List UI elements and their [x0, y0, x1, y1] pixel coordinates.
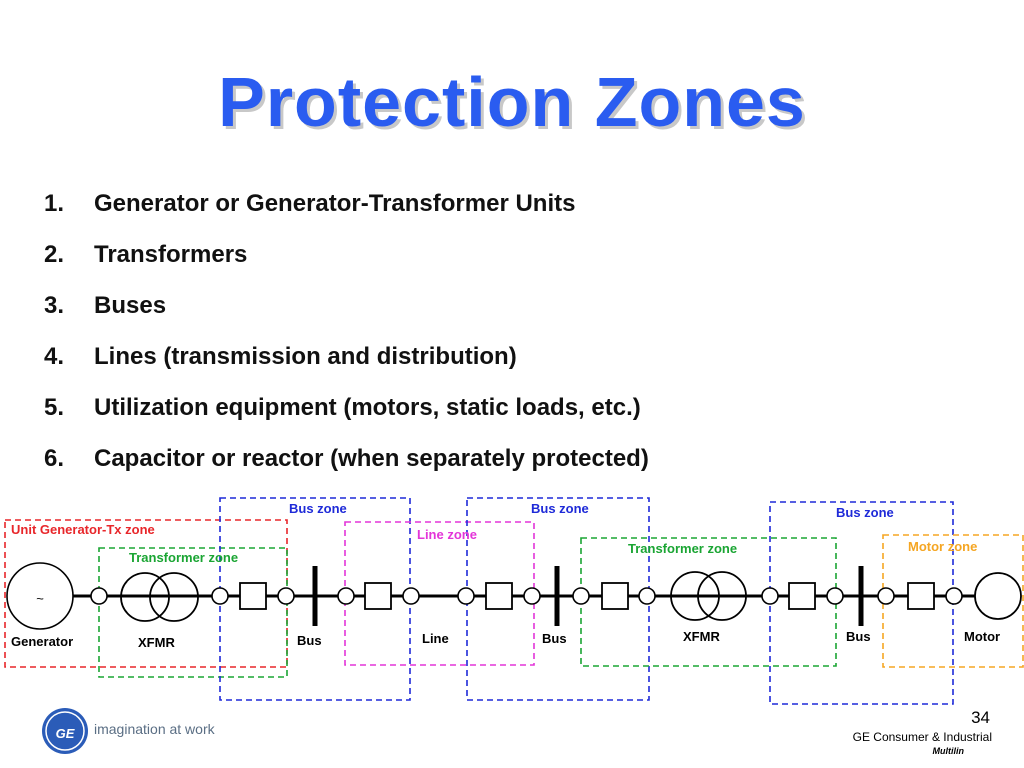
equipment-label-bus-2: Bus: [542, 631, 567, 646]
transformer-zone-box-1: [98, 547, 288, 678]
current-transformer-icon: [523, 587, 541, 605]
list-item: 6.Capacitor or reactor (when separately …: [44, 445, 649, 472]
list-item: 3.Buses: [44, 292, 167, 319]
xfmr-winding-icon: [149, 572, 199, 622]
zone-label-transformer-1: Transformer zone: [129, 550, 238, 565]
circuit-breaker-icon: [239, 582, 267, 610]
zone-label-unit-gen-tx: Unit Generator-Tx zone: [11, 522, 155, 537]
generator-icon: [6, 562, 74, 630]
motor-icon: [974, 572, 1022, 620]
current-transformer-icon: [877, 587, 895, 605]
xfmr-winding-icon: [120, 572, 170, 622]
equipment-label-motor: Motor: [964, 629, 1000, 644]
generator-symbol: ~: [36, 591, 44, 606]
current-transformer-icon: [945, 587, 963, 605]
ge-logo-icon: GE: [42, 708, 88, 754]
current-transformer-icon: [457, 587, 475, 605]
equipment-label-bus-3: Bus: [846, 629, 871, 644]
list-item: 5.Utilization equipment (motors, static …: [44, 394, 641, 421]
tagline: imagination at work: [94, 721, 215, 737]
current-transformer-icon: [211, 587, 229, 605]
current-transformer-icon: [337, 587, 355, 605]
current-transformer-icon: [826, 587, 844, 605]
zone-label-transformer-2: Transformer zone: [628, 541, 737, 556]
current-transformer-icon: [761, 587, 779, 605]
zone-list: 1.Generator or Generator-Transformer Uni…: [44, 190, 649, 496]
zone-label-bus-3: Bus zone: [836, 505, 894, 520]
motor-zone-box: [882, 534, 1024, 668]
list-item: 1.Generator or Generator-Transformer Uni…: [44, 190, 576, 217]
page-number: 34: [971, 708, 990, 727]
company-name: GE Consumer & Industrial: [852, 730, 992, 744]
zone-label-bus-2: Bus zone: [531, 501, 589, 516]
division-name: Multilin: [932, 746, 965, 756]
current-transformer-icon: [402, 587, 420, 605]
equipment-label-line: Line: [422, 631, 449, 646]
zone-label-line: Line zone: [417, 527, 477, 542]
xfmr-winding-icon: [697, 571, 747, 621]
equipment-label-generator: Generator: [11, 634, 73, 649]
current-transformer-icon: [277, 587, 295, 605]
zone-label-bus-1: Bus zone: [289, 501, 347, 516]
equipment-label-xfmr-1: XFMR: [138, 635, 175, 650]
equipment-label-xfmr-2: XFMR: [683, 629, 720, 644]
xfmr-winding-icon: [670, 571, 720, 621]
circuit-breaker-icon: [907, 582, 935, 610]
circuit-breaker-icon: [485, 582, 513, 610]
circuit-breaker-icon: [601, 582, 629, 610]
circuit-breaker-icon: [364, 582, 392, 610]
list-item: 4.Lines (transmission and distribution): [44, 343, 517, 370]
zone-label-motor: Motor zone: [908, 539, 977, 554]
page-title: Protection Zones: [218, 63, 806, 141]
current-transformer-icon: [572, 587, 590, 605]
current-transformer-icon: [638, 587, 656, 605]
list-item: 2.Transformers: [44, 241, 248, 268]
svg-text:GE: GE: [56, 726, 75, 741]
current-transformer-icon: [90, 587, 108, 605]
circuit-breaker-icon: [788, 582, 816, 610]
equipment-label-bus-1: Bus: [297, 633, 322, 648]
